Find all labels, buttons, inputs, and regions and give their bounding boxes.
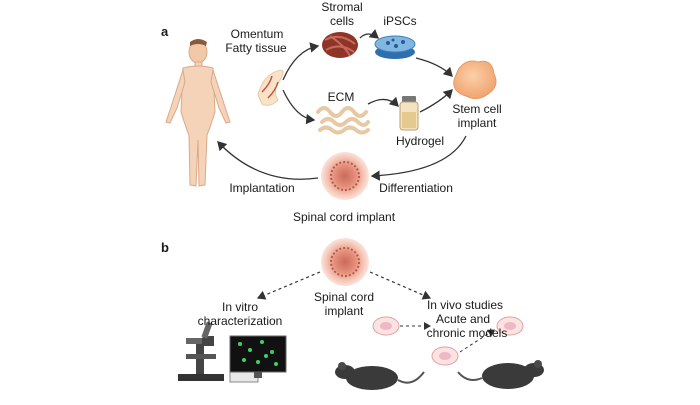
microscope-image [178, 321, 224, 381]
label-in-vivo-studies: In vivo studies [426, 298, 504, 312]
label-in-vitro: In vitro [221, 300, 258, 314]
label-stem-cell: Stem cell [452, 102, 502, 116]
arrows-a [217, 29, 467, 181]
label-chronic-models: chronic models [426, 326, 508, 340]
label-differentiation: Differentiation [379, 181, 453, 195]
arrows-b [256, 271, 432, 300]
label-hydrogel: Hydrogel [395, 134, 445, 148]
mouse-left [335, 362, 425, 390]
label-ecm: ECM [327, 90, 355, 104]
label-spinal-cord-implant: Spinal cord implant [292, 210, 396, 224]
ecm-image [316, 106, 370, 135]
hydrogel-vial [399, 96, 419, 131]
stromal-cells-image [322, 32, 358, 58]
mouse-right [457, 360, 544, 389]
spinal-cord-implant-a [321, 152, 369, 200]
panel-a-letter: a [161, 24, 169, 39]
monitor-image [229, 335, 287, 378]
spinal-cord-implant-b [321, 238, 369, 286]
omentum-tissue [257, 69, 284, 106]
label-b-spinal-cord: Spinal cord [313, 290, 375, 304]
label-fatty-tissue: Fatty tissue [225, 41, 287, 55]
label-stromal: Stromal [321, 0, 363, 14]
label-characterization: characterization [197, 314, 283, 328]
label-stem-implant: implant [457, 116, 497, 130]
label-acute-and: Acute and [435, 312, 491, 326]
ipsc-dish-image [374, 35, 416, 59]
label-implantation: Implantation [229, 181, 295, 195]
label-b-implant: implant [324, 304, 364, 318]
label-omentum: Omentum [230, 27, 284, 41]
label-ipscs: iPSCs [383, 14, 417, 28]
stem-cell-implant-image [453, 60, 497, 100]
human-figure [165, 39, 231, 187]
label-cells: cells [329, 14, 354, 28]
panel-b-letter: b [161, 240, 169, 255]
spinal-sections [372, 316, 524, 366]
